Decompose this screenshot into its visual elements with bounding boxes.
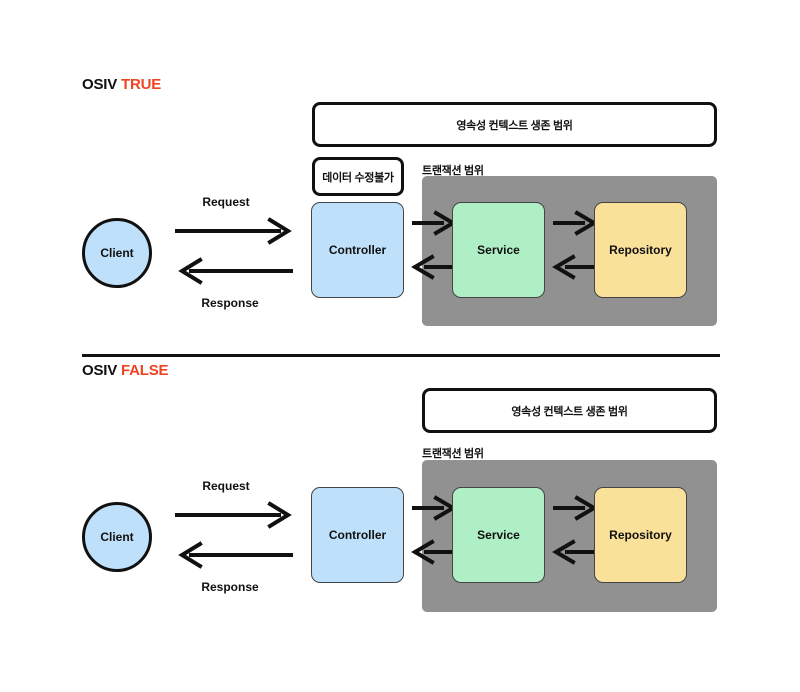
response-text: Response (201, 580, 259, 594)
controller-box-false: Controller (311, 487, 404, 583)
request-text: Request (202, 195, 250, 209)
persistence-context-scope-box-true: 영속성 컨텍스트 생존 범위 (312, 102, 717, 147)
request-label-false: Request (196, 479, 256, 493)
controller-box-true: Controller (311, 202, 404, 298)
service-box-true: Service (452, 202, 545, 298)
transaction-scope-label: 트랜잭션 범위 (422, 165, 484, 177)
heading-main-text: OSIV (82, 362, 118, 379)
service-box-false: Service (452, 487, 545, 583)
response-arrow-true (178, 257, 293, 285)
controller-to-service-arrow-true (412, 210, 457, 236)
controller-label: Controller (328, 243, 387, 257)
repository-box-false: Repository (594, 487, 687, 583)
transaction-scope-caption-true: 트랜잭션 범위 (422, 162, 484, 178)
heading-accent-text: TRUE (121, 76, 162, 93)
service-label: Service (477, 528, 520, 542)
service-to-repository-arrow-true (553, 210, 598, 236)
response-label-true: Response (200, 296, 260, 310)
repository-box-true: Repository (594, 202, 687, 298)
response-text: Response (201, 296, 259, 310)
request-arrow-false (175, 501, 292, 529)
repository-to-service-arrow-true (552, 254, 597, 280)
controller-label: Controller (328, 528, 387, 542)
service-to-controller-arrow-true (411, 254, 456, 280)
heading-accent-text: FALSE (121, 362, 169, 379)
persistence-context-scope-box-false: 영속성 컨텍스트 생존 범위 (422, 388, 717, 433)
client-node-true: Client (82, 218, 152, 288)
persistence-context-scope-label: 영속성 컨텍스트 생존 범위 (456, 119, 573, 132)
service-to-repository-arrow-false (553, 495, 598, 521)
transaction-scope-caption-false: 트랜잭션 범위 (422, 445, 484, 461)
service-to-controller-arrow-false (411, 539, 456, 565)
repository-label: Repository (609, 243, 672, 257)
client-label: Client (100, 530, 134, 544)
request-label-true: Request (196, 195, 256, 209)
request-text: Request (202, 479, 250, 493)
request-arrow-true (175, 217, 292, 245)
heading-main-text: OSIV (82, 76, 118, 93)
data-immutable-label: 데이터 수정불가 (322, 171, 394, 184)
client-node-false: Client (82, 502, 152, 572)
service-label: Service (477, 243, 520, 257)
transaction-scope-label: 트랜잭션 범위 (422, 448, 484, 460)
persistence-context-scope-label: 영속성 컨텍스트 생존 범위 (511, 405, 628, 418)
section-divider (82, 354, 720, 357)
controller-to-service-arrow-false (412, 495, 457, 521)
data-immutable-box: 데이터 수정불가 (312, 157, 404, 196)
section-heading-osiv-false: OSIV FALSE (82, 362, 169, 379)
response-arrow-false (178, 541, 293, 569)
client-label: Client (100, 246, 134, 260)
response-label-false: Response (200, 580, 260, 594)
section-heading-osiv-true: OSIV TRUE (82, 76, 161, 93)
repository-to-service-arrow-false (552, 539, 597, 565)
repository-label: Repository (609, 528, 672, 542)
